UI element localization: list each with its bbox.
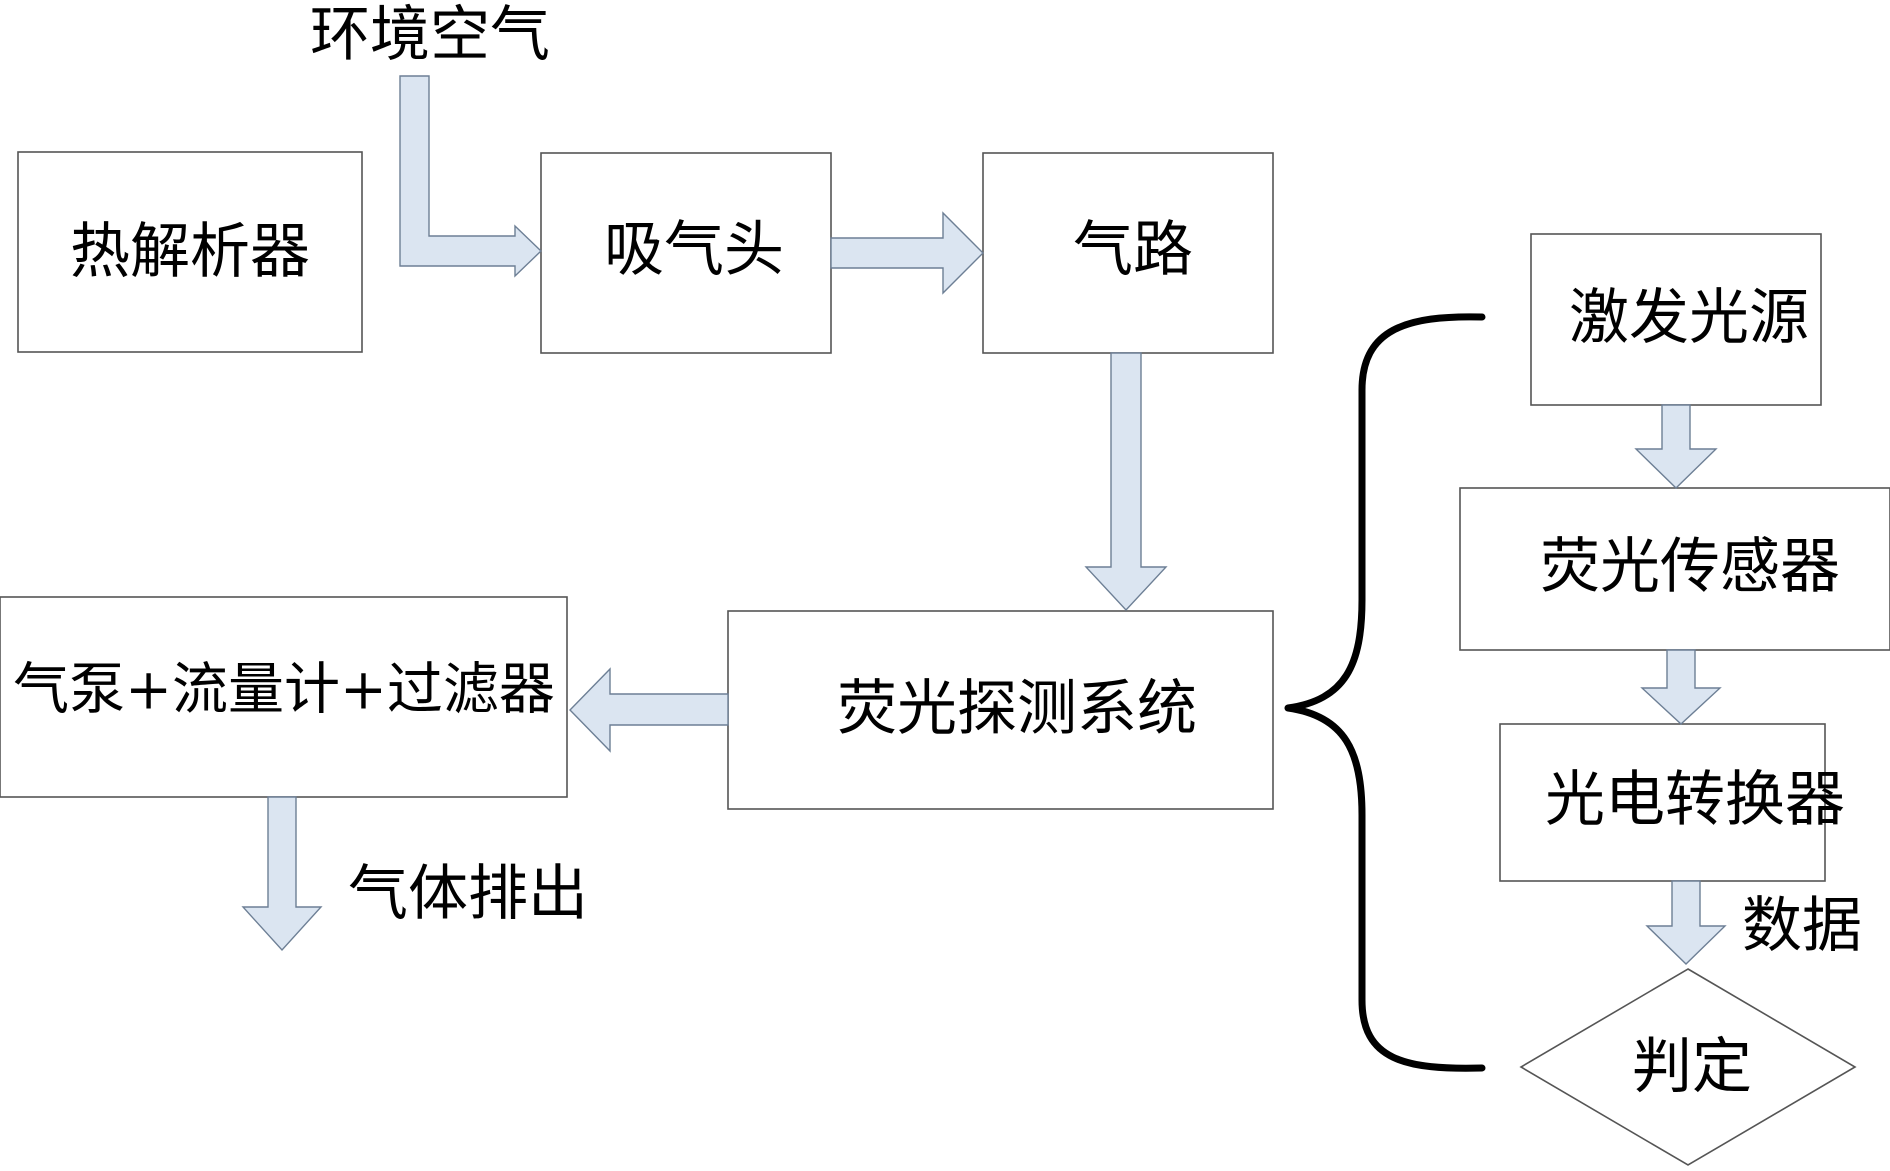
gas-path-to-detection-arrow [1084,352,1168,612]
suction-head-box [540,152,832,354]
suction-to-gas-path-arrow [830,211,984,295]
fluorescence-system-label: 荧光探测系统 [837,674,1197,744]
fluorescence-sensor-box [1459,487,1890,651]
suction-head-label: 吸气头 [604,215,784,285]
detection-to-pump-arrow [569,667,729,753]
pump-flowmeter-filter-box [0,596,568,798]
judgment-diamond [1519,968,1857,1166]
judgment-label: 判定 [1632,1032,1752,1102]
fluorescence-system-box [727,610,1274,810]
ambient-air-arrow [399,75,543,278]
gas-path-box [982,152,1274,354]
thermal-desorber-label: 热解析器 [70,217,310,287]
converter-to-judgment-arrow [1645,880,1727,965]
ambient-air-label: 环境空气 [310,0,550,70]
photoelectric-converter-label: 光电转换器 [1545,765,1845,835]
curly-brace [1284,313,1486,1072]
gas-exhaust-arrow [241,796,323,952]
excitation-light-source-box [1530,233,1822,406]
sensor-to-converter-arrow [1640,649,1722,725]
gas-exhaust-label: 气体排出 [348,859,588,929]
excitation-light-source-label: 激发光源 [1569,283,1809,353]
fluorescence-sensor-label: 荧光传感器 [1540,532,1840,602]
photoelectric-converter-box [1499,723,1826,882]
pump-flowmeter-filter-label: 气泵+流量计+过滤器 [13,658,555,723]
thermal-desorber-box [17,151,363,353]
data-label: 数据 [1742,891,1862,961]
source-to-sensor-arrow [1634,404,1718,489]
gas-path-label: 气路 [1073,215,1193,285]
